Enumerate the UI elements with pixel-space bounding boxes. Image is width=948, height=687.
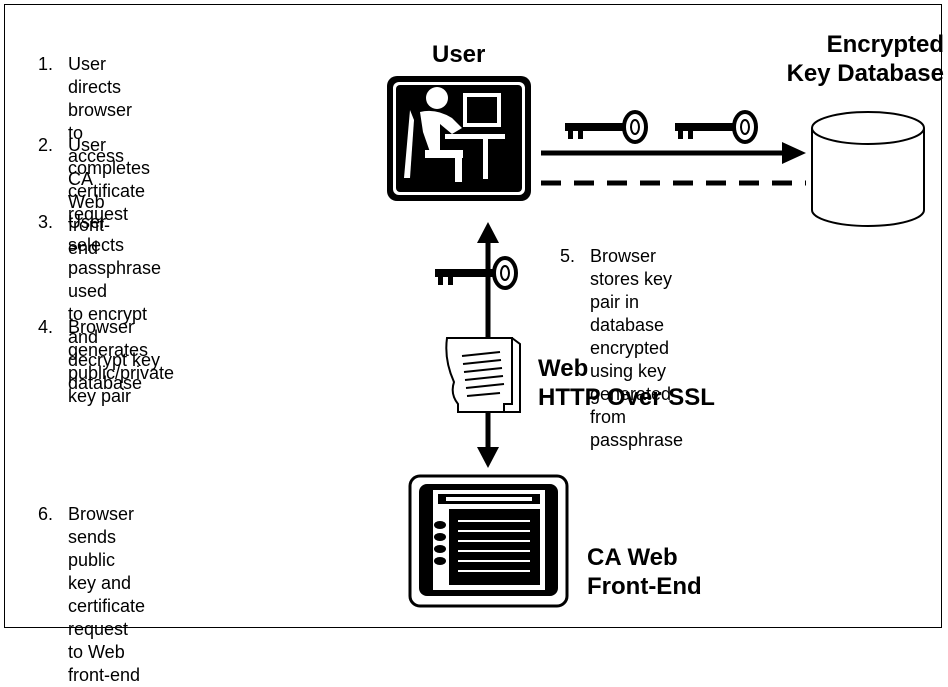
up-arrowhead xyxy=(477,222,499,243)
step-6-line-3: front-end xyxy=(68,665,141,685)
step-4-number: 4. xyxy=(38,317,54,337)
key-icon-2 xyxy=(673,110,758,144)
ca-web-label: CA Web Front-End xyxy=(587,543,702,601)
ca-web-label-line-2: Front-End xyxy=(587,573,702,600)
step-2-line-2: request xyxy=(68,204,129,224)
document-icon xyxy=(445,337,521,413)
step-6-number: 6. xyxy=(38,504,54,524)
step-5-line-2: database encrypted using key xyxy=(590,315,670,381)
step-1-line-1: User directs browser to access xyxy=(68,54,133,166)
key-database-label-line-2: Key Database xyxy=(786,60,944,87)
step-2-line-1: User completes certificate xyxy=(68,135,151,201)
step-3-line-3: database xyxy=(68,373,143,393)
web-ssl-label: Web HTTP Over SSL xyxy=(538,354,715,412)
step-5-line-1: Browser stores key pair in xyxy=(590,246,673,312)
step-4-line-2: public/private key pair xyxy=(68,363,175,406)
step-4-line-1: Browser generates xyxy=(68,317,149,360)
ca-web-label-line-1: CA Web xyxy=(587,544,678,571)
key-database-label-line-1: Encrypted xyxy=(826,31,944,58)
web-ssl-label-line-1: Web xyxy=(538,355,589,382)
down-arrowhead xyxy=(477,447,499,468)
key-database-cylinder xyxy=(811,111,925,227)
step-5-number: 5. xyxy=(560,246,576,266)
store-arrowhead xyxy=(782,142,806,164)
step-3-number: 3. xyxy=(38,212,54,232)
user-label: User xyxy=(432,41,486,68)
key-icon-1 xyxy=(563,110,648,144)
step-1-line-2: CA Web front-end xyxy=(68,169,111,258)
step-6-line-1: Browser sends public key and xyxy=(68,504,135,593)
step-5-line-3: generated from passphrase xyxy=(590,384,684,450)
user-workstation-icon xyxy=(387,76,531,201)
step-3-line-2: to encrypt and decrypt key xyxy=(68,304,161,370)
web-ssl-label-line-2: HTTP Over SSL xyxy=(538,384,715,411)
key-database-label: Encrypted Key Database xyxy=(744,30,944,88)
diagram-graphics xyxy=(387,76,925,608)
step-3-line-1: User selects passphrase used xyxy=(68,212,162,301)
diagram-frame xyxy=(4,4,942,628)
key-icon-3 xyxy=(433,256,518,290)
step-1-number: 1. xyxy=(38,54,54,74)
ca-web-frontend-icon xyxy=(408,474,569,608)
step-2-number: 2. xyxy=(38,135,54,155)
